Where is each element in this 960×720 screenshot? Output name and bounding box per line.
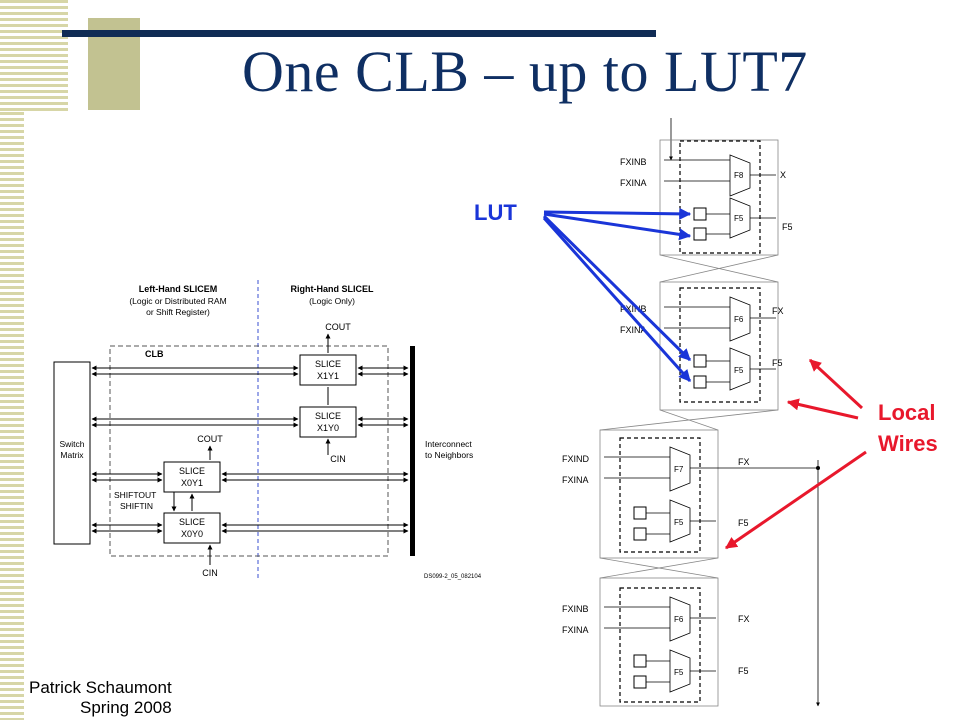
mux1-out-top: X — [780, 170, 786, 180]
slice-x1y1: SLICE X1Y1 — [299, 354, 357, 386]
slice-x1y0-id: X1Y0 — [317, 423, 339, 433]
mux4-out-top: FX — [738, 614, 750, 624]
author-term: Spring 2008 — [80, 698, 172, 717]
left-subheading-1: (Logic or Distributed RAM — [129, 296, 226, 306]
cin-mid: CIN — [330, 454, 346, 464]
clb-box — [109, 345, 389, 557]
interconnect-bar — [410, 346, 415, 556]
clb-arrows — [91, 333, 409, 565]
switch-label-2: Matrix — [60, 450, 84, 460]
mux-group-4: FXINB FXINA F6 F5 FX F5 — [562, 596, 750, 693]
local-wires-label-1: Local — [878, 400, 935, 425]
local-wires-label-2: Wires — [878, 431, 938, 456]
mux1-in2: FXINA — [620, 178, 647, 188]
slice-x0y0-word: SLICE — [179, 517, 205, 527]
slice-x1y0: SLICE X1Y0 — [299, 406, 357, 438]
mux4-out-bot: F5 — [738, 666, 749, 676]
slice-x1y0-word: SLICE — [315, 411, 341, 421]
slice-x0y1: SLICE X0Y1 — [163, 461, 221, 493]
doc-code: DS099-2_05_082104 — [424, 574, 482, 580]
mux2-in1: FXINB — [620, 304, 647, 314]
mux3-in1: FXIND — [562, 454, 590, 464]
mux-group-1: FXINB FXINA F8 F5 X F5 — [620, 154, 793, 241]
shiftin-label: SHIFTIN — [120, 501, 153, 511]
switch-label-1: Switch — [59, 439, 84, 449]
clb-label: CLB — [145, 349, 164, 359]
mux-group-3: FXIND FXINA F7 F5 FX F5 — [562, 446, 820, 543]
shiftout-label: SHIFTOUT — [114, 490, 156, 500]
slice-x0y1-word: SLICE — [179, 466, 205, 476]
cout-mid: COUT — [197, 434, 223, 444]
mux2-bot: F5 — [734, 366, 744, 375]
slice-x0y1-id: X0Y1 — [181, 478, 203, 488]
author-name: Patrick Schaumont — [29, 678, 172, 697]
cin-bottom: CIN — [202, 568, 218, 578]
mux3-top: F7 — [674, 465, 684, 474]
mux4-bot: F5 — [674, 668, 684, 677]
decorative-stripes-top — [0, 0, 68, 112]
mux-group-2: FXINB FXINA F6 F5 FX F5 — [620, 296, 784, 391]
slice-x0y0: SLICE X0Y0 — [163, 512, 221, 544]
left-heading: Left-Hand SLICEM — [139, 284, 218, 294]
mux4-in2: FXINA — [562, 625, 589, 635]
right-subheading: (Logic Only) — [309, 296, 355, 306]
title-rule — [62, 30, 656, 37]
mux2-out-bot: F5 — [772, 358, 783, 368]
slice-x0y0-id: X0Y0 — [181, 529, 203, 539]
mux4-in1: FXINB — [562, 604, 589, 614]
switch-matrix — [53, 361, 91, 545]
cout-top: COUT — [325, 322, 351, 332]
mux3-bot: F5 — [674, 518, 684, 527]
slice-x1y1-id: X1Y1 — [317, 371, 339, 381]
mux2-out-top: FX — [772, 306, 784, 316]
decorative-stripes-left — [0, 112, 24, 720]
mux4-top: F6 — [674, 615, 684, 624]
mux1-top: F8 — [734, 171, 744, 180]
mux-diagram — [599, 118, 820, 707]
slide-title: One CLB – up to LUT7 — [242, 39, 808, 104]
mux2-in2: FXINA — [620, 325, 647, 335]
mux3-in2: FXINA — [562, 475, 589, 485]
local-wires-arrows — [725, 358, 867, 550]
mux3-out-bot: F5 — [738, 518, 749, 528]
right-heading: Right-Hand SLICEL — [291, 284, 374, 294]
left-subheading-2: or Shift Register) — [146, 307, 210, 317]
lut-label: LUT — [474, 200, 517, 225]
mux1-out-bot: F5 — [782, 222, 793, 232]
slice-x1y1-word: SLICE — [315, 359, 341, 369]
interconnect-label-2: to Neighbors — [425, 450, 473, 460]
mux1-bot: F5 — [734, 214, 744, 223]
mux1-in1: FXINB — [620, 157, 647, 167]
interconnect-label-1: Interconnect — [425, 439, 472, 449]
mux2-top: F6 — [734, 315, 744, 324]
author-credit: Patrick Schaumont Spring 2008 — [29, 678, 172, 718]
lut-arrows — [542, 207, 692, 383]
mux3-out-top: FX — [738, 457, 750, 467]
